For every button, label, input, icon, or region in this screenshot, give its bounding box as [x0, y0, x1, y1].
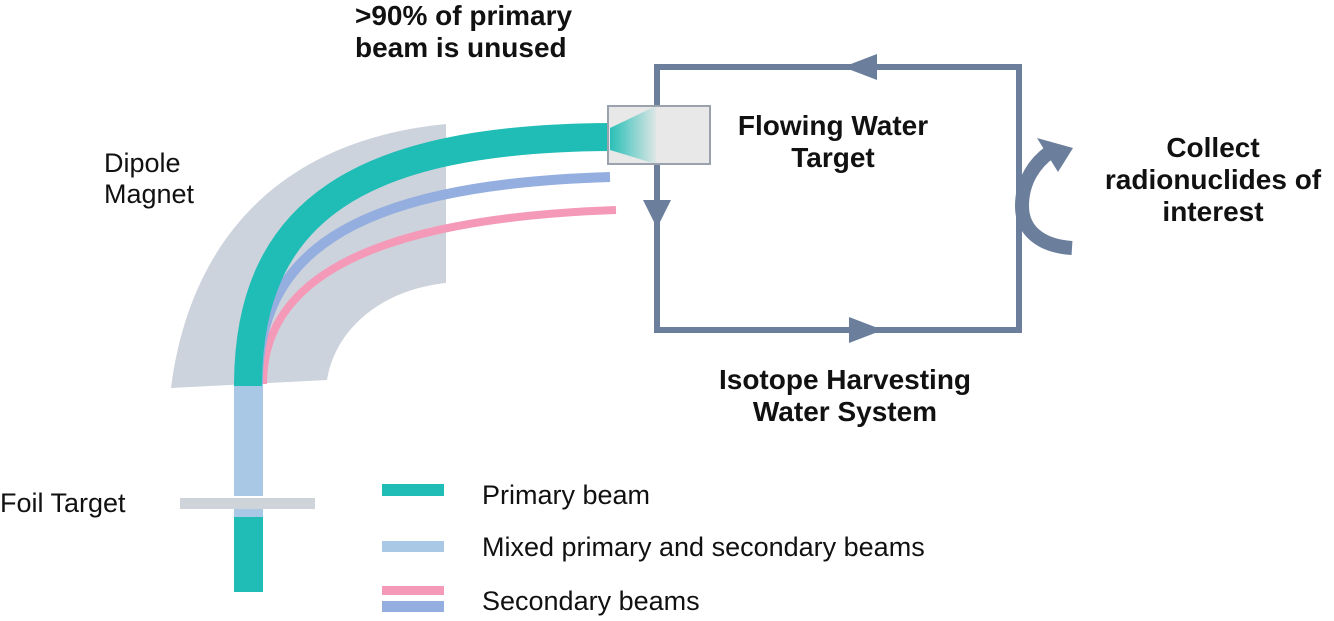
collect-line2: radionuclides of [1104, 164, 1322, 196]
flowing-water-target-label: Flowing Water Target [718, 110, 948, 174]
collect-arrow-icon [1014, 146, 1073, 255]
unused-beam-line1: >90% of primary [355, 0, 573, 31]
dipole-magnet-line1: Dipole [104, 148, 181, 178]
dipole-magnet-line2: Magnet [104, 179, 195, 210]
collect-arrow-head-icon [1037, 138, 1073, 172]
collect-line3: interest [1162, 196, 1264, 228]
flowing-water-line2: Target [791, 142, 875, 174]
foil-target-label: Foil Target [0, 488, 126, 518]
loop-arrow-left [643, 200, 671, 228]
secondary-beam-pink [259, 206, 617, 385]
incoming-primary-beam [234, 517, 263, 592]
water-loop [654, 64, 1022, 333]
unused-beam-annotation: >90% of primary beam is unused [355, 0, 572, 64]
mixed-beam-lower [234, 509, 263, 517]
harvest-line2: Water System [752, 396, 938, 428]
collect-line1: Collect [1166, 132, 1260, 163]
legend-label-mixed: Mixed primary and secondary beams [482, 532, 925, 562]
mixed-beam-segment [234, 384, 263, 496]
dipole-magnet-label: Dipole Magnet [104, 148, 194, 210]
legend-label-secondary: Secondary beams [482, 586, 700, 616]
legend-swatch-primary [382, 484, 444, 496]
loop-arrow-top [843, 54, 877, 80]
legend-swatch-secondary-blue [382, 601, 444, 612]
harvest-line1: Isotope Harvesting [718, 364, 972, 395]
isotope-harvesting-label: Isotope Harvesting Water System [690, 364, 1000, 428]
primary-beam-curve [234, 123, 613, 387]
legend-swatch-mixed [382, 541, 444, 552]
legend-swatch-secondary-pink [382, 586, 444, 595]
legend-label-primary: Primary beam [482, 480, 651, 510]
flowing-water-line1: Flowing Water [737, 110, 929, 141]
unused-beam-line2: beam is unused [355, 32, 567, 64]
loop-arrow-bottom [849, 317, 883, 343]
collect-radionuclides-label: Collect radionuclides of interest [1094, 132, 1332, 229]
foil-target [180, 498, 315, 509]
beam-spread-cone [610, 106, 656, 164]
